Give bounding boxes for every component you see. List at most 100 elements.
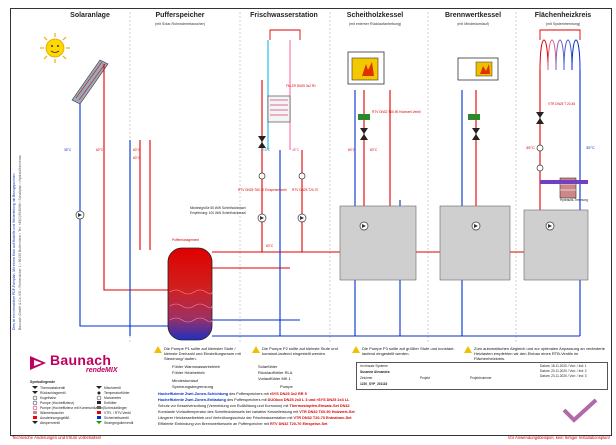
floor-heating-coil [539, 39, 581, 71]
mixing-valve-icon [96, 386, 102, 389]
title-scheitholzkessel: Scheitholzkessel [346, 12, 404, 19]
footer-note: Vor Anwendungsbeispiel, kein fertiger In… [507, 435, 610, 440]
note-p2: Die Pumpe P2 sollte auf kleinste Stufe u… [262, 346, 338, 356]
note-p3: Die Pumpe P3 sollte auf größter Stufe un… [362, 346, 455, 356]
legend-right-4: Schmutzfänger [104, 406, 127, 410]
legend-left-2: Kugelhahn [40, 396, 57, 400]
wood-boiler-icon [347, 51, 385, 85]
heat-exchanger-icon [33, 411, 37, 414]
temp-buffer-b: 60°C [133, 156, 141, 160]
temp-wood-a: 60°C [348, 148, 356, 152]
expansion-tank-icon [33, 416, 37, 419]
title-frischwasserstation: Frischwasserstation [250, 12, 318, 19]
kit-line-5[interactable]: Längerer Heizkesselbetrieb und Verbrühun… [158, 416, 352, 420]
solar-return-pipe [79, 104, 170, 327]
title-brennwertkessel: Brennwertkessel [444, 12, 502, 19]
sub-scheitholzkessel: (mit externer Rücklaufanhebung) [348, 22, 402, 26]
pump-icon [32, 400, 38, 406]
label-rtv-left: RTV DN25 T60-70 Einspeiseventil [238, 188, 287, 192]
vtr-valve-icon [97, 411, 101, 414]
kit-line-2[interactable]: Hocheffiziente Zwei-Zonen-Entladung des … [158, 398, 350, 402]
solar-collector-icon [71, 59, 109, 105]
solar-flow-pipe [103, 64, 170, 291]
kit-line-3[interactable]: Schutz vor Kesselversottung (Vermeidung … [158, 404, 350, 408]
legend-right-6: Sicherheitsventil [104, 416, 129, 420]
temp-sensor-icon [97, 391, 101, 395]
legend-right-1: Temperaturfühler [104, 391, 130, 395]
legend-left-0: Thermostatventil [40, 386, 66, 390]
legend-symbols [32, 386, 102, 424]
title-block-l4: 1220_SYP_201116 [360, 382, 388, 386]
legend-title: Symbollegende [30, 380, 56, 384]
legend-left-4: Pumpe (Hocheffizienz mit Kommunikation) [40, 406, 105, 410]
warning-icon-2 [252, 346, 260, 353]
legend-right-3: Entlüfter [104, 401, 117, 405]
ball-valve-icon [32, 395, 38, 401]
title-block-l5: Projekt [420, 376, 430, 380]
note-buffer-recommend: Empfehlung: 100 l/kW Scheitholzkessel [190, 211, 246, 215]
legend-right-2: Manometer [104, 396, 122, 400]
header-bar [540, 180, 588, 184]
fws-heat-exchanger [267, 95, 291, 123]
thermostat-valve-icon [32, 386, 38, 389]
label-rtv-mid: RTV DN25 T20-70 [292, 188, 319, 192]
note-rtb: Zum automatischen Abgleich und zur optim… [474, 346, 605, 361]
sensor-f3: Solarfühler [258, 364, 278, 369]
label-mixer-top: FM-ZR DN25 3x2 R1 [286, 84, 316, 88]
label-rtv-wood: RTV DN32 T60-90 Holzwert-Ventil [372, 110, 421, 114]
title-block-l6: Projektnummer [470, 376, 492, 380]
valve-icons [258, 112, 544, 148]
checkmark-icon [562, 398, 598, 423]
temp-floor-flow: 45°C [526, 145, 535, 150]
title-solaranlage: Solaranlage [70, 12, 110, 19]
legend-left-7: Absperrventil [40, 421, 60, 425]
air-vent-icon [97, 401, 101, 404]
drawing-frame [10, 8, 612, 436]
strainer-icon [97, 406, 101, 409]
pump-comm-icon [32, 405, 38, 411]
revision-1: Datum: 18.11.2020 / Von: / Ind: 1 [540, 364, 587, 368]
condensing-boiler-icon [457, 57, 499, 81]
warning-icon-1 [154, 346, 162, 353]
temp-floor-return: 35°C [586, 145, 595, 150]
kit-line-6[interactable]: Effiziente Einbindung von Brennwertkesse… [158, 422, 328, 426]
kit-line-4[interactable]: Konstante Vorlauftemperatur des Scheitho… [158, 410, 355, 414]
brand-name: Baunach [50, 352, 112, 368]
balancing-valve-icon [96, 421, 102, 424]
sun-icon [40, 33, 70, 63]
title-pufferspeicher: Pufferspeicher [155, 12, 205, 19]
sub-pufferspeicher: (mit Solar-Rohrwärmetauscher) [154, 22, 206, 26]
gas-pump-group [439, 205, 511, 281]
kit-line-1[interactable]: Hocheffiziente Zwei-Zonen-Schichtung des… [158, 392, 307, 396]
baunach-logo[interactable]: Baunach rendeMIX [28, 352, 128, 378]
temp-solar-flow: 60°C [96, 148, 104, 152]
legend-left-5: Wärmetauscher [40, 411, 64, 415]
legend-right-5: VTR- / RTV-Ventil [104, 411, 131, 415]
shutoff-valve-icon [32, 421, 38, 424]
temp-cold-water: 15°C [263, 148, 271, 152]
sensor-f5: Vorlauffühler MK 1 [258, 376, 291, 381]
temp-buffer-a: 60°C [133, 148, 141, 152]
wood-pump-group [339, 205, 417, 281]
warning-icon-3 [352, 346, 360, 353]
title-block [356, 362, 608, 390]
check-valve-icon [32, 391, 38, 394]
title-block-l1: Im einsatz Systeme [360, 364, 388, 368]
abbr-pump: Pumpe [280, 384, 293, 389]
manometer-icon [96, 395, 102, 401]
sensor-f4: Rücklauffühler RLA [258, 370, 293, 375]
floor-pump-group [523, 209, 589, 281]
revision-2: Datum: 20.11.2020 / Von: / Ind: 2 [540, 369, 587, 373]
sensor-f2: Fühler Heizbetrieb [172, 370, 205, 375]
sensor-f1: Fühler Warmwasserbetrieb [172, 364, 220, 369]
legend-right-7: Strangregulierventil [104, 421, 134, 425]
legend-left-6: Ausdehnungsgefäß [40, 416, 70, 420]
label-vtr-right: VTR DN25 T 20-45 [548, 102, 576, 106]
title-flaechenheizkreis: Flächenheizkreis [534, 12, 592, 19]
warning-icon-4 [464, 346, 472, 353]
abbr-dt: Spreizungsbegrenzung [172, 384, 214, 389]
title-block-l3: Zeichner [360, 376, 373, 380]
safety-valve-icon [97, 416, 101, 419]
